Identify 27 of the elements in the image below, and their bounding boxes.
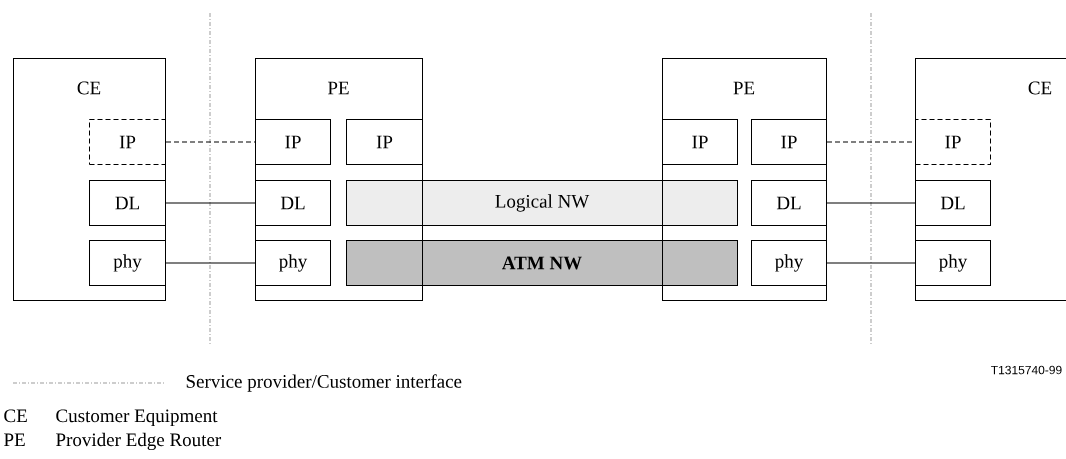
abbreviation-text: Customer Equipment (56, 409, 218, 427)
protocol-box: DL (89, 180, 166, 226)
connector-line (165, 202, 256, 204)
network-band: ATM NW (346, 240, 738, 286)
connector-line (165, 262, 256, 264)
figure-number: T1315740-99 (991, 365, 1062, 375)
abbreviation-text: Provider Edge Router (56, 432, 222, 451)
protocol-box: DL (751, 180, 827, 226)
protocol-box: IP (751, 119, 827, 165)
legend-text: Service provider/Customer interface (186, 374, 462, 392)
protocol-box: IP (255, 119, 331, 165)
protocol-box: IP (89, 119, 166, 165)
abbreviation-text: CE (4, 409, 27, 423)
protocol-box: phy (255, 240, 331, 286)
connector-line (826, 202, 916, 204)
connector-line (165, 141, 256, 143)
protocol-box: phy (751, 240, 827, 286)
protocol-box: IP (662, 119, 738, 165)
protocol-box: IP (915, 119, 991, 165)
network-band: Logical NW (346, 180, 738, 226)
protocol-box: phy (915, 240, 991, 286)
protocol-box: IP (346, 119, 423, 165)
protocol-box: DL (255, 180, 331, 226)
protocol-box: phy (89, 240, 166, 286)
abbreviation-text: PE (4, 433, 25, 446)
connector-line (826, 262, 916, 264)
protocol-box: DL (915, 180, 991, 226)
